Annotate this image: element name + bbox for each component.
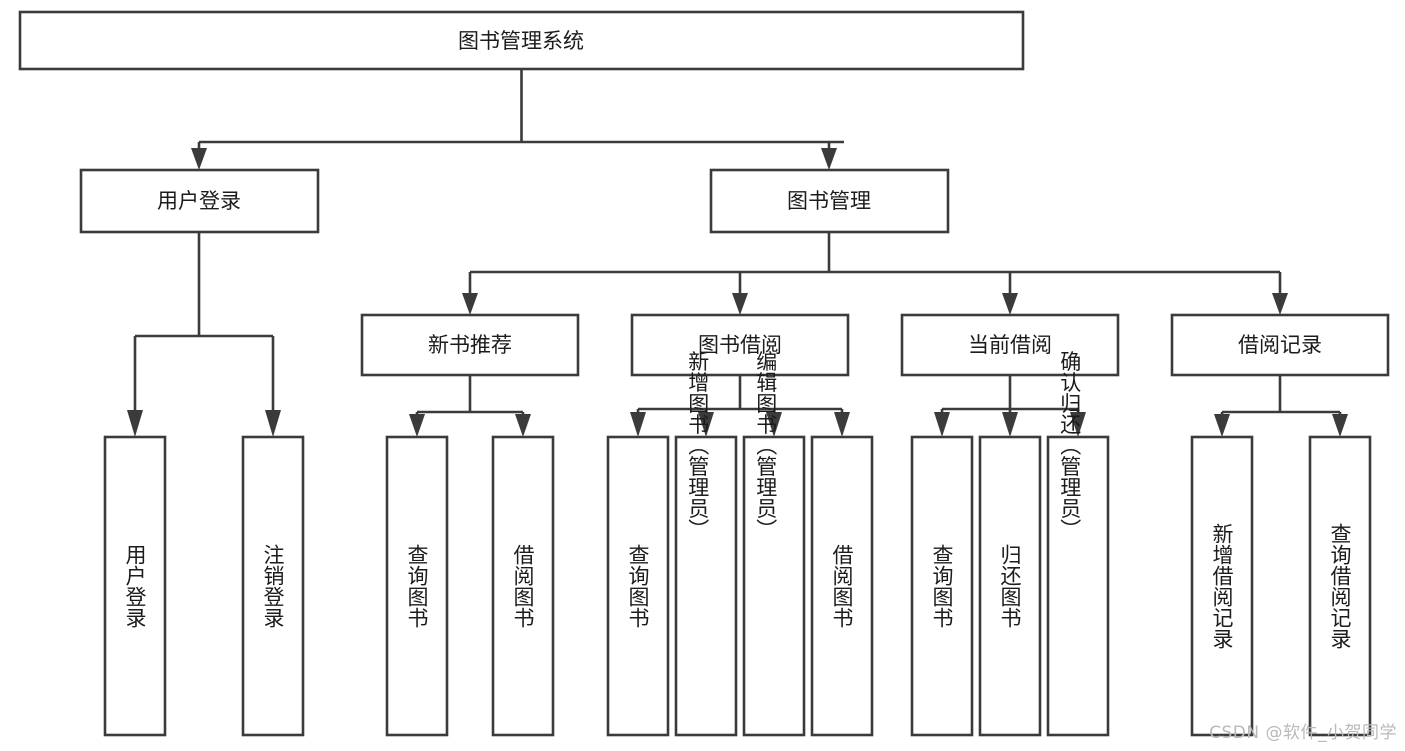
arrow-head-leaf-3 [409, 414, 425, 437]
node-leaf-return-book-box[interactable] [978, 435, 1042, 737]
arrow-head-leaf-2 [265, 410, 281, 437]
arrow-head-l3-1 [462, 293, 478, 315]
node-leaf-add-borrow-record[interactable]: 新增借阅记录 [1190, 435, 1254, 737]
node-leaf-edit-book-label: 编辑图书（管理员） [754, 351, 778, 540]
connector-group-root [191, 69, 844, 170]
node-leaf-query-book-2[interactable]: 查询图书 [606, 435, 670, 737]
arrow-head-leaf-12 [1214, 414, 1230, 437]
node-leaf-confirm-return-label: 确认归还（管理员） [1058, 351, 1082, 540]
node-leaf-logout[interactable]: 注销登录 [241, 435, 305, 737]
node-leaf-user-login-label: 用户登录 [123, 544, 147, 628]
node-leaf-borrow-book-1-box[interactable] [491, 435, 555, 737]
node-book-management-label: 图书管理 [787, 189, 871, 213]
node-leaf-borrow-book-1-label: 借阅图书 [511, 544, 535, 628]
node-current-borrow-box[interactable] [900, 313, 1120, 377]
node-leaf-add-book-label: 新增图书（管理员） [686, 351, 710, 540]
node-leaf-query-book-2-label: 查询图书 [626, 544, 650, 628]
node-current-borrow[interactable]: 当前借阅 [900, 313, 1120, 377]
node-leaf-borrow-book-2-label: 借阅图书 [830, 544, 854, 628]
node-new-book-recommend-label: 新书推荐 [428, 333, 512, 357]
node-leaf-add-book[interactable]: 新增图书（管理员） [674, 351, 738, 737]
arrow-head-leaf-5 [630, 412, 646, 437]
arrow-head-leaf-7 [766, 412, 782, 437]
node-new-book-recommend-box[interactable] [360, 313, 580, 377]
node-leaf-logout-box[interactable] [241, 435, 305, 737]
node-user-login-label: 用户登录 [157, 189, 241, 213]
connector-group-current-borrow [934, 375, 1086, 437]
arrow-head-leaf-1 [127, 410, 143, 437]
node-book-borrow[interactable]: 图书借阅 [630, 313, 850, 377]
connector-group-borrow-record [1214, 375, 1348, 437]
node-leaf-user-login[interactable]: 用户登录 [103, 435, 167, 737]
node-leaf-confirm-return-box[interactable] [1046, 435, 1110, 737]
arrow-head-l2-1 [191, 148, 207, 170]
connector-group-book-borrow [630, 375, 850, 437]
node-leaf-borrow-book-1[interactable]: 借阅图书 [491, 435, 555, 737]
node-leaf-return-book[interactable]: 归还图书 [978, 435, 1042, 737]
node-root-label: 图书管理系统 [458, 29, 584, 53]
arrow-head-l2-2 [821, 148, 837, 170]
node-leaf-logout-label: 注销登录 [261, 544, 285, 628]
connector-group-new-book [409, 375, 531, 437]
node-leaf-query-book-3[interactable]: 查询图书 [910, 435, 974, 737]
node-leaf-user-login-box[interactable] [103, 435, 167, 737]
node-leaf-edit-book-box[interactable] [742, 435, 806, 737]
node-borrow-record-label: 借阅记录 [1238, 333, 1322, 357]
node-leaf-query-book-1-label: 查询图书 [405, 544, 429, 628]
node-leaf-query-borrow-record-label: 查询借阅记录 [1328, 523, 1352, 649]
node-root-box[interactable] [18, 10, 1025, 71]
node-borrow-record[interactable]: 借阅记录 [1170, 313, 1390, 377]
node-leaf-return-book-label: 归还图书 [998, 544, 1022, 628]
node-leaf-query-borrow-record-box[interactable] [1308, 435, 1372, 737]
arrow-head-leaf-9 [934, 412, 950, 437]
node-book-borrow-box[interactable] [630, 313, 850, 377]
node-current-borrow-label: 当前借阅 [968, 333, 1052, 357]
node-borrow-record-box[interactable] [1170, 313, 1390, 377]
node-user-login[interactable]: 用户登录 [79, 168, 320, 234]
node-book-borrow-label: 图书借阅 [698, 333, 782, 357]
node-user-login-box[interactable] [79, 168, 320, 234]
node-leaf-add-borrow-record-box[interactable] [1190, 435, 1254, 737]
node-leaf-borrow-book-2[interactable]: 借阅图书 [810, 435, 874, 737]
node-book-management-box[interactable] [709, 168, 950, 234]
node-root[interactable]: 图书管理系统 [18, 10, 1025, 71]
arrow-head-leaf-13 [1332, 414, 1348, 437]
arrow-head-leaf-10 [1002, 412, 1018, 437]
node-new-book-recommend[interactable]: 新书推荐 [360, 313, 580, 377]
node-leaf-query-book-3-box[interactable] [910, 435, 974, 737]
node-leaf-edit-book[interactable]: 编辑图书（管理员） [742, 351, 806, 737]
connector-group-book-mgmt [462, 232, 1288, 315]
node-leaf-query-book-1[interactable]: 查询图书 [385, 435, 449, 737]
arrow-head-l3-4 [1272, 293, 1288, 315]
node-leaf-query-borrow-record[interactable]: 查询借阅记录 [1308, 435, 1372, 737]
node-leaf-query-book-3-label: 查询图书 [930, 544, 954, 628]
node-leaf-query-book-2-box[interactable] [606, 435, 670, 737]
node-leaf-borrow-book-2-box[interactable] [810, 435, 874, 737]
arrow-head-leaf-6 [698, 412, 714, 437]
node-leaf-confirm-return[interactable]: 确认归还（管理员） [1046, 351, 1110, 737]
node-book-management[interactable]: 图书管理 [709, 168, 950, 234]
arrow-head-leaf-8 [834, 412, 850, 437]
node-leaf-query-book-1-box[interactable] [385, 435, 449, 737]
arrow-head-l3-2 [732, 293, 748, 315]
arrow-head-leaf-11 [1070, 412, 1086, 437]
arrow-head-l3-3 [1002, 293, 1018, 315]
node-leaf-add-book-box[interactable] [674, 435, 738, 737]
arrow-head-leaf-4 [515, 414, 531, 437]
node-leaf-add-borrow-record-label: 新增借阅记录 [1210, 523, 1234, 649]
connector-group-user-login [127, 232, 281, 437]
csdn-watermark: CSDN @软件_小贺同学 [1209, 723, 1397, 743]
